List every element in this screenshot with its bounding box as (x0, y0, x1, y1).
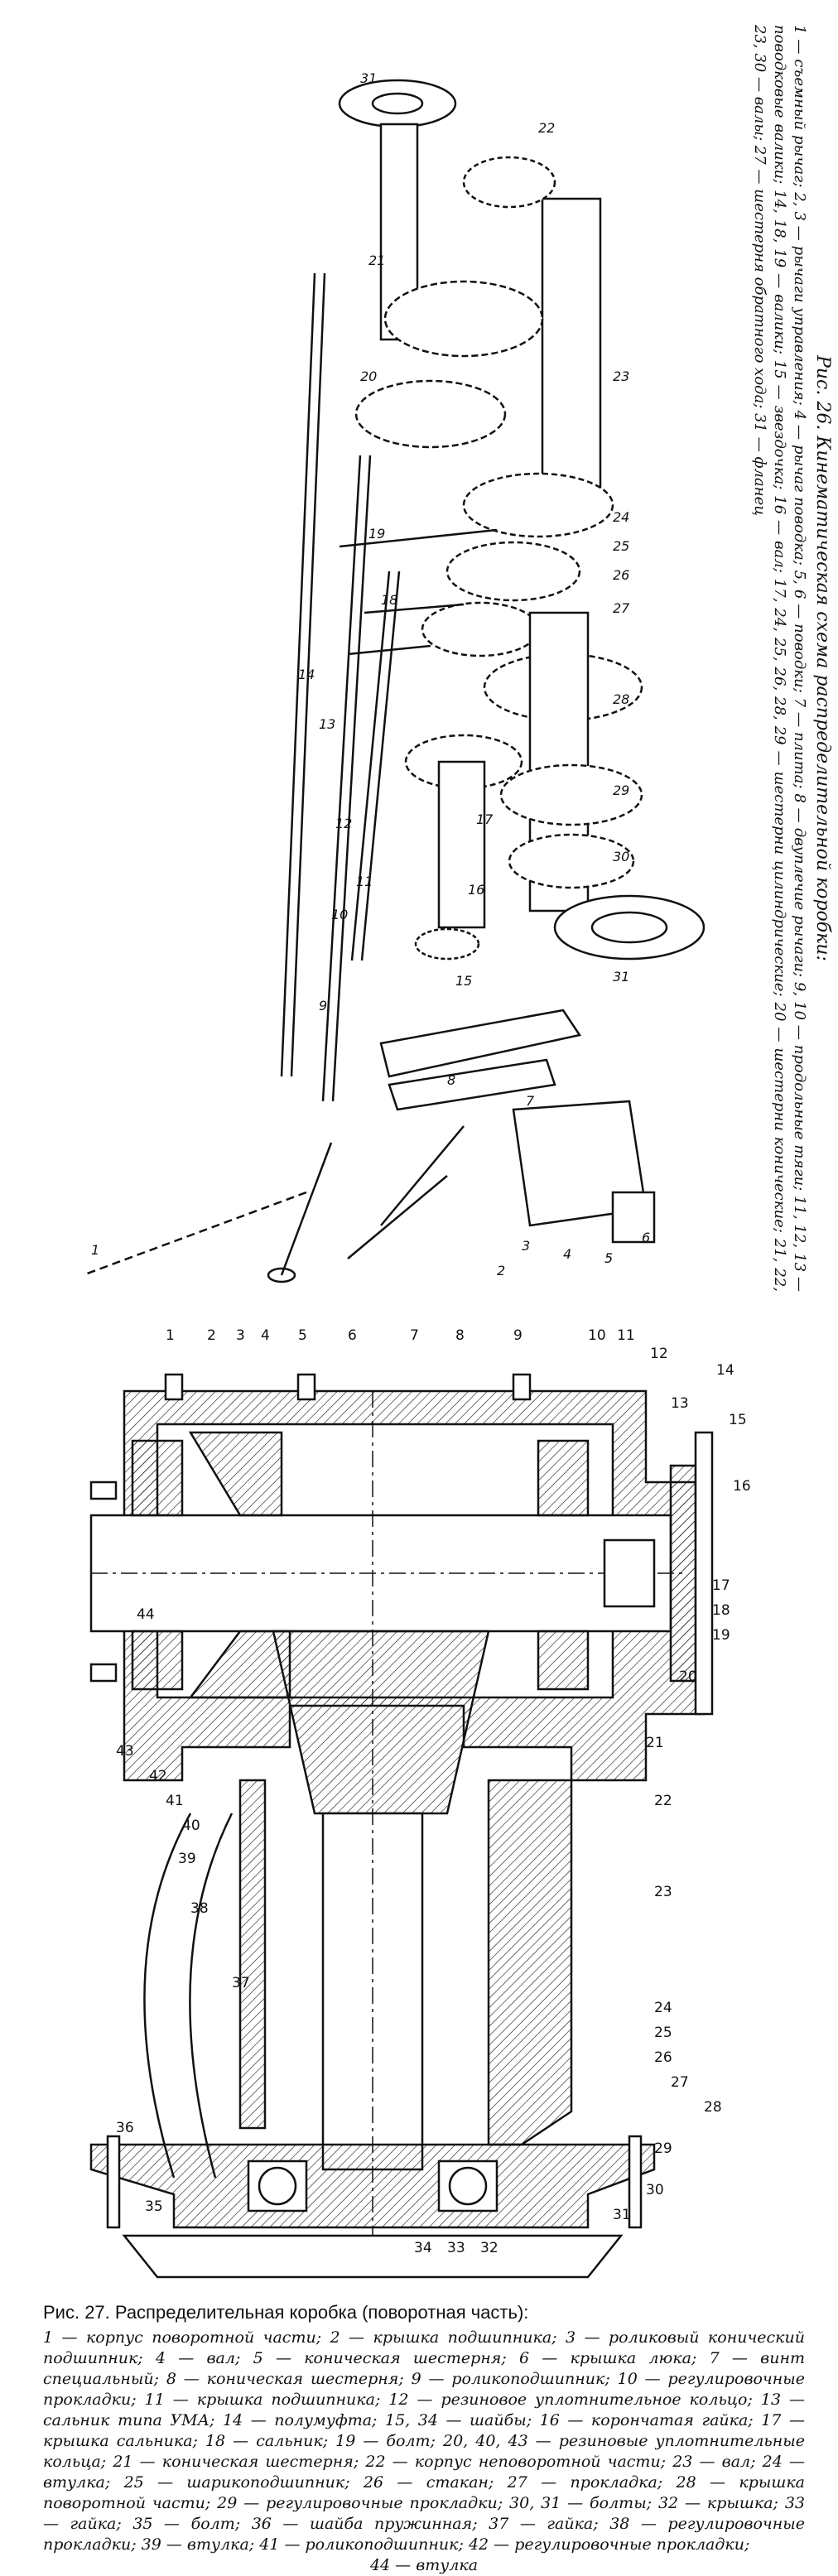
label-8: 8 (447, 1072, 455, 1088)
label-22: 22 (538, 120, 555, 136)
f27-label-8: 8 (455, 1327, 465, 1344)
label-18: 18 (381, 592, 397, 608)
f27-label-24: 24 (654, 2000, 672, 2016)
figure-27-title: Рис. 27. Распределительная коробка (пово… (43, 2302, 529, 2323)
label-10: 10 (331, 907, 348, 922)
f27-label-37: 37 (232, 1975, 250, 1991)
kinematic-scheme-drawing: 31 22 21 20 23 24 25 26 27 28 29 30 31 1… (82, 70, 706, 1283)
f27-label-12: 12 (650, 1346, 668, 1362)
label-31-bottom: 31 (613, 969, 629, 985)
f27-label-1: 1 (166, 1327, 175, 1344)
f27-label-3: 3 (236, 1327, 245, 1344)
figure-26: 31 22 21 20 23 24 25 26 27 28 29 30 31 1… (82, 25, 833, 1292)
figure-27-legend-last: 44 — втулка (369, 2556, 479, 2574)
f27-label-36: 36 (116, 2120, 134, 2136)
f27-label-42: 42 (149, 1768, 167, 1784)
f27-label-13: 13 (671, 1395, 689, 1412)
f27-label-9: 9 (513, 1327, 523, 1344)
label-12: 12 (335, 816, 352, 831)
f27-label-39: 39 (178, 1851, 196, 1867)
f27-label-44: 44 (137, 1606, 155, 1623)
label-4: 4 (563, 1246, 571, 1262)
label-27: 27 (613, 600, 630, 616)
label-14: 14 (298, 667, 315, 682)
f27-label-32: 32 (480, 2240, 498, 2256)
label-17: 17 (476, 811, 494, 827)
f27-label-34: 34 (414, 2240, 432, 2256)
f27-label-31: 31 (613, 2207, 631, 2223)
label-5: 5 (604, 1250, 613, 1266)
f27-label-7: 7 (410, 1327, 419, 1344)
label-30: 30 (613, 849, 629, 864)
f27-label-43: 43 (116, 1743, 134, 1760)
f27-label-15: 15 (729, 1412, 747, 1428)
figure-26-caption-area: Рис. 26. Кинематическая схема распредели… (691, 25, 833, 1292)
label-11: 11 (356, 874, 373, 889)
label-15: 15 (455, 973, 472, 989)
f27-label-23: 23 (654, 1884, 672, 1900)
f27-label-19: 19 (712, 1627, 730, 1644)
figure-26-legend: 1 — съемный рычаг; 2, 3 — рычаги управле… (751, 25, 808, 1292)
label-21: 21 (368, 253, 385, 268)
label-3: 3 (522, 1238, 530, 1254)
f27-label-11: 11 (617, 1327, 635, 1344)
label-23: 23 (613, 368, 629, 384)
label-20: 20 (360, 368, 377, 384)
f27-label-20: 20 (679, 1668, 697, 1685)
label-9: 9 (319, 998, 327, 1014)
f27-label-41: 41 (166, 1793, 184, 1809)
f27-label-17: 17 (712, 1577, 730, 1594)
label-2: 2 (497, 1263, 505, 1278)
label-29: 29 (613, 782, 629, 798)
f27-label-18: 18 (712, 1602, 730, 1619)
f27-label-30: 30 (646, 2182, 664, 2198)
f27-label-14: 14 (716, 1362, 734, 1379)
label-1: 1 (91, 1242, 99, 1258)
f27-label-16: 16 (733, 1478, 751, 1495)
f27-label-29: 29 (654, 2140, 672, 2157)
label-26: 26 (613, 567, 629, 583)
label-16: 16 (468, 882, 484, 898)
figure-27-caption: Рис. 27. Распределительная коробка (пово… (43, 2302, 805, 2576)
label-13: 13 (319, 716, 335, 732)
f27-label-26: 26 (654, 2049, 672, 2066)
f27-label-38: 38 (190, 1900, 209, 1917)
figure-26-title: Рис. 26. Кинематическая схема распредели… (812, 355, 833, 961)
label-25: 25 (613, 538, 629, 554)
f27-label-5: 5 (298, 1327, 307, 1344)
figure-26-caption: Рис. 26. Кинематическая схема распредели… (691, 25, 833, 1292)
f27-label-21: 21 (646, 1735, 664, 1751)
label-31-top: 31 (360, 70, 377, 86)
f27-label-28: 28 (704, 2099, 722, 2116)
f27-label-27: 27 (671, 2074, 689, 2091)
f27-label-6: 6 (348, 1327, 357, 1344)
f27-label-4: 4 (261, 1327, 270, 1344)
f27-label-2: 2 (207, 1327, 216, 1344)
figure-27: 1 2 3 4 5 6 7 8 9 10 11 12 13 14 15 16 1… (0, 1317, 838, 2574)
f27-label-35: 35 (145, 2198, 163, 2215)
f27-label-10: 10 (588, 1327, 606, 1344)
f27-label-40: 40 (182, 1818, 200, 1834)
f27-label-25: 25 (654, 2025, 672, 2041)
f27-label-33: 33 (447, 2240, 465, 2256)
label-28: 28 (613, 691, 629, 707)
distribution-box-section-drawing: 1 2 3 4 5 6 7 8 9 10 11 12 13 14 15 16 1… (89, 1327, 751, 2279)
f27-label-22: 22 (654, 1793, 672, 1809)
label-19: 19 (368, 526, 385, 542)
label-6: 6 (642, 1230, 650, 1245)
label-7: 7 (526, 1093, 535, 1109)
label-24: 24 (613, 509, 629, 525)
figure-27-legend: 1 — корпус поворотной части; 2 — крышка … (43, 2328, 805, 2554)
